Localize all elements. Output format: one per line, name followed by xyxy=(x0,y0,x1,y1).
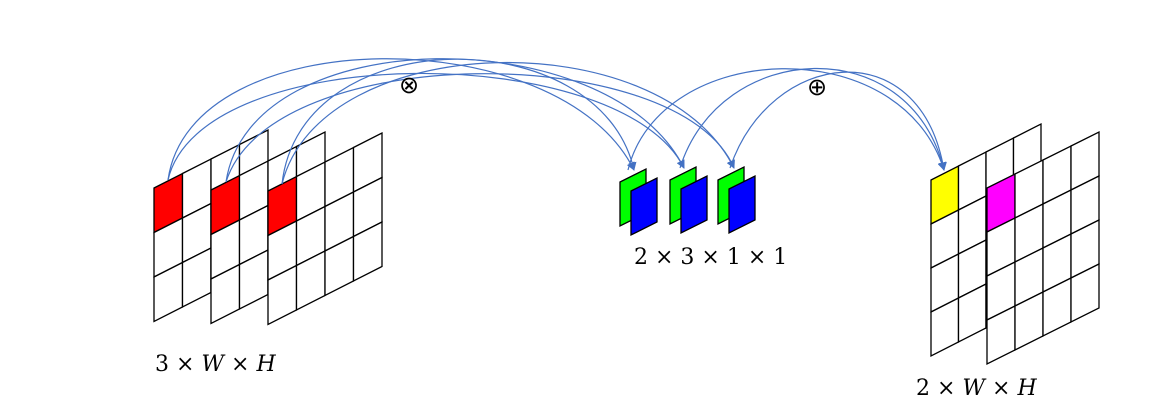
arrow-3 xyxy=(281,62,735,185)
kernel-weight-blue xyxy=(680,174,708,235)
connection-arrows xyxy=(167,58,947,185)
input-feature-maps xyxy=(153,128,383,326)
kernel-weights xyxy=(619,165,756,237)
arrow-6 xyxy=(281,58,637,185)
arrow-9 xyxy=(729,71,947,171)
multiply-icon: ⊗ xyxy=(399,71,419,99)
kernel-3 xyxy=(717,165,756,235)
arrow-4 xyxy=(167,72,685,181)
grid-cell xyxy=(352,220,383,283)
grid-cell xyxy=(1070,262,1100,324)
kernel-1 xyxy=(619,167,658,237)
kernel-shape-label: 2 × 3 × 1 × 1 xyxy=(634,245,787,270)
arrow-2 xyxy=(225,58,685,183)
kernel-2 xyxy=(669,165,708,235)
input-shape-label: 3 × 𝑊 × 𝐻 xyxy=(155,352,276,377)
output-channel-2 xyxy=(986,130,1100,366)
kernel-weight-blue xyxy=(728,174,756,235)
input-channel-3 xyxy=(267,131,383,326)
arrow-8 xyxy=(679,67,947,171)
kernel-weight-blue xyxy=(630,176,658,237)
output-shape-label: 2 × 𝑊 × 𝐻 xyxy=(916,376,1037,401)
arrow-5 xyxy=(225,73,735,183)
add-icon: ⊕ xyxy=(807,73,827,101)
arrow-7 xyxy=(627,68,946,171)
output-feature-maps xyxy=(930,122,1100,366)
arrow-1 xyxy=(167,58,635,181)
